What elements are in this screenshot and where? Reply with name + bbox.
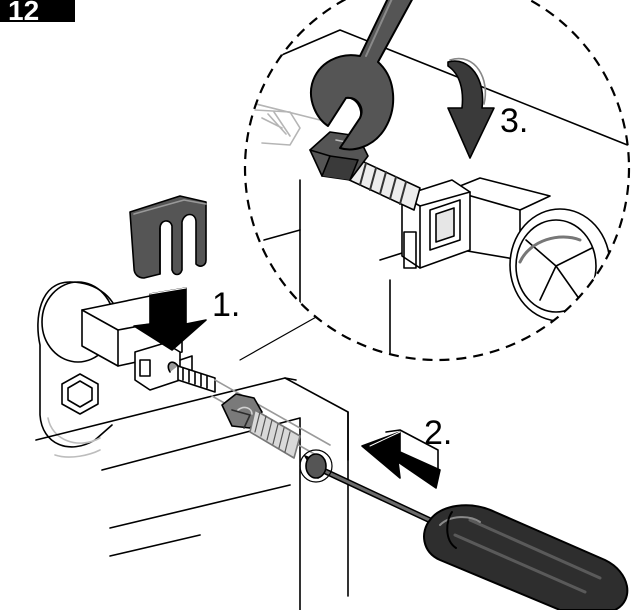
clip-holder [134,342,193,391]
rod-left [167,361,216,393]
screwdriver [299,449,629,611]
flange-hex-bolt [61,373,99,415]
zoom-detail [243,0,631,362]
arrow-down-icon [133,287,207,351]
step-number-badge: 12 [0,0,75,22]
cabinet-box [35,315,371,611]
rod-hex-nut [221,393,263,429]
step-label-3: 3. [500,102,529,140]
arrow-left-icon [361,429,441,489]
clip-icon [129,195,207,279]
main-scene [35,195,629,611]
rotate-arrow-icon [447,57,495,159]
wrench-icon [310,0,415,151]
zoom-end-knob [509,208,611,322]
step-label-2: 2. [424,414,453,452]
threaded-bolt [249,409,301,459]
step-label-1: 1. [212,286,241,324]
zoom-outline [243,0,631,362]
